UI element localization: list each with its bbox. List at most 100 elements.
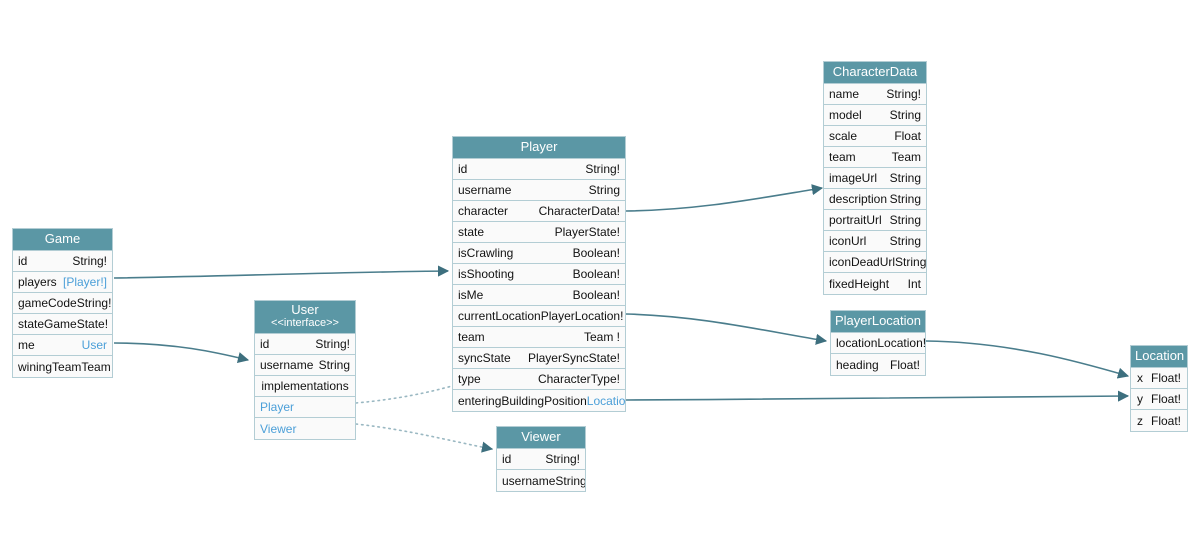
entity-playerlocation[interactable]: PlayerLocation location Location! headin… [830,310,926,376]
field-player-isme[interactable]: isMe Boolean! [453,285,625,306]
field-type: Team ! [583,330,620,344]
field-type-bang: ! [923,336,925,350]
field-characterdata-description[interactable]: description String [824,189,926,210]
field-name: z [1137,413,1143,428]
field-player-syncstate[interactable]: syncState PlayerSyncState! [453,348,625,369]
field-name: fixedHeight [829,276,890,291]
user-implementation-viewer[interactable]: Viewer [255,418,355,439]
field-characterdata-imageurl[interactable]: imageUrl String [824,168,926,189]
field-game-winingteam[interactable]: winingTeam Team [13,356,112,377]
field-name: x [1137,371,1143,385]
field-type: String [889,234,921,248]
edge-game-players-to-player [113,265,450,279]
field-type: [Player!] [62,275,107,289]
entity-viewer-title: Viewer [497,427,585,449]
field-player-username[interactable]: username String [453,180,625,201]
field-type: Boolean! [572,288,620,302]
edge-player-character-to-characterdata [625,184,824,212]
field-type: Float! [1150,413,1181,428]
field-name: iconDeadUrl [829,255,896,269]
field-game-me[interactable]: me User [13,335,112,356]
field-characterdata-portraiturl[interactable]: portraitUrl String [824,210,926,231]
field-game-id[interactable]: id String! [13,251,112,272]
field-characterdata-icondeadurl[interactable]: iconDeadUrl String [824,252,926,273]
field-type: Boolean! [572,246,620,260]
field-name: state [18,317,45,331]
field-game-gamecode[interactable]: gameCode String! [13,293,112,314]
field-user-username[interactable]: username String [255,355,355,376]
field-type: String [889,171,921,185]
field-type: Team [891,150,921,164]
field-characterdata-name[interactable]: name String! [824,84,926,105]
field-player-state[interactable]: state PlayerState! [453,222,625,243]
field-characterdata-iconurl[interactable]: iconUrl String [824,231,926,252]
field-playerlocation-heading[interactable]: heading Float! [831,354,925,375]
field-type: String [889,213,921,227]
field-player-character[interactable]: character CharacterData! [453,201,625,222]
field-type: PlayerState! [554,225,620,239]
field-player-iscrawling[interactable]: isCrawling Boolean! [453,243,625,264]
field-name: name [829,87,860,101]
field-location-z[interactable]: z Float! [1131,410,1187,431]
field-player-currentlocation[interactable]: currentLocation PlayerLocation! [453,306,625,327]
field-user-id[interactable]: id String! [255,334,355,355]
field-type: String! [585,162,620,176]
field-characterdata-team[interactable]: team Team [824,147,926,168]
field-name: id [502,452,512,466]
field-type: String! [76,296,112,310]
field-playerlocation-location[interactable]: location Location! [831,333,925,354]
field-name: location [836,336,878,350]
entity-user-title: User <<interface>> [255,301,355,334]
entity-viewer[interactable]: Viewer id String! username String [496,426,586,492]
field-name: syncState [458,351,511,365]
field-type-bang: ! [616,204,620,218]
field-player-enteringbuildingposition[interactable]: enteringBuildingPosition Location [453,390,625,411]
field-name: team [829,150,856,164]
edge-player-currentlocation-to-playerlocation [625,313,828,345]
field-name: portraitUrl [829,213,882,227]
entity-location[interactable]: Location x Float! y Float! z Float! [1130,345,1188,432]
field-type: String [889,108,921,122]
field-type-link: PlayerLocation [540,309,621,323]
field-game-state[interactable]: state GameState! [13,314,112,335]
field-player-team[interactable]: team Team ! [453,327,625,348]
entity-characterdata-title: CharacterData [824,62,926,84]
field-type: String [318,358,350,372]
field-type: String [555,473,585,488]
field-location-x[interactable]: x Float! [1131,368,1187,389]
field-viewer-username[interactable]: username String [497,470,585,491]
field-name: state [458,225,485,239]
field-name: type [458,372,481,386]
entity-game[interactable]: Game id String! players [Player!] gameCo… [12,228,113,378]
implementation-name: Player [260,400,295,414]
field-name: gameCode [18,296,77,310]
field-type: CharacterData! [539,204,620,218]
field-name: id [458,162,468,176]
entity-user[interactable]: User <<interface>> id String! username S… [254,300,356,440]
field-game-players[interactable]: players [Player!] [13,272,112,293]
user-implementations-label: implementations [255,376,355,397]
field-type: String! [886,87,921,101]
entity-game-title: Game [13,229,112,251]
field-player-type[interactable]: type CharacterType! [453,369,625,390]
field-characterdata-scale[interactable]: scale Float [824,126,926,147]
field-location-y[interactable]: y Float! [1131,389,1187,410]
field-viewer-id[interactable]: id String! [497,449,585,470]
entity-player[interactable]: Player id String! username String charac… [452,136,626,412]
field-name: id [18,254,28,268]
field-characterdata-model[interactable]: model String [824,105,926,126]
entity-characterdata[interactable]: CharacterData name String! model String … [823,61,927,295]
field-type: Int [907,276,921,291]
field-type: Float! [1150,371,1181,385]
field-player-isshooting[interactable]: isShooting Boolean! [453,264,625,285]
field-name: character [458,204,509,218]
field-type: Location! [877,336,925,350]
field-player-id[interactable]: id String! [453,159,625,180]
field-name: enteringBuildingPosition [458,393,587,408]
field-type: Team [81,359,111,374]
field-characterdata-fixedheight[interactable]: fixedHeight Int [824,273,926,294]
entity-user-name: User [291,302,319,317]
field-name: model [829,108,862,122]
user-implementation-player[interactable]: Player [255,397,355,418]
